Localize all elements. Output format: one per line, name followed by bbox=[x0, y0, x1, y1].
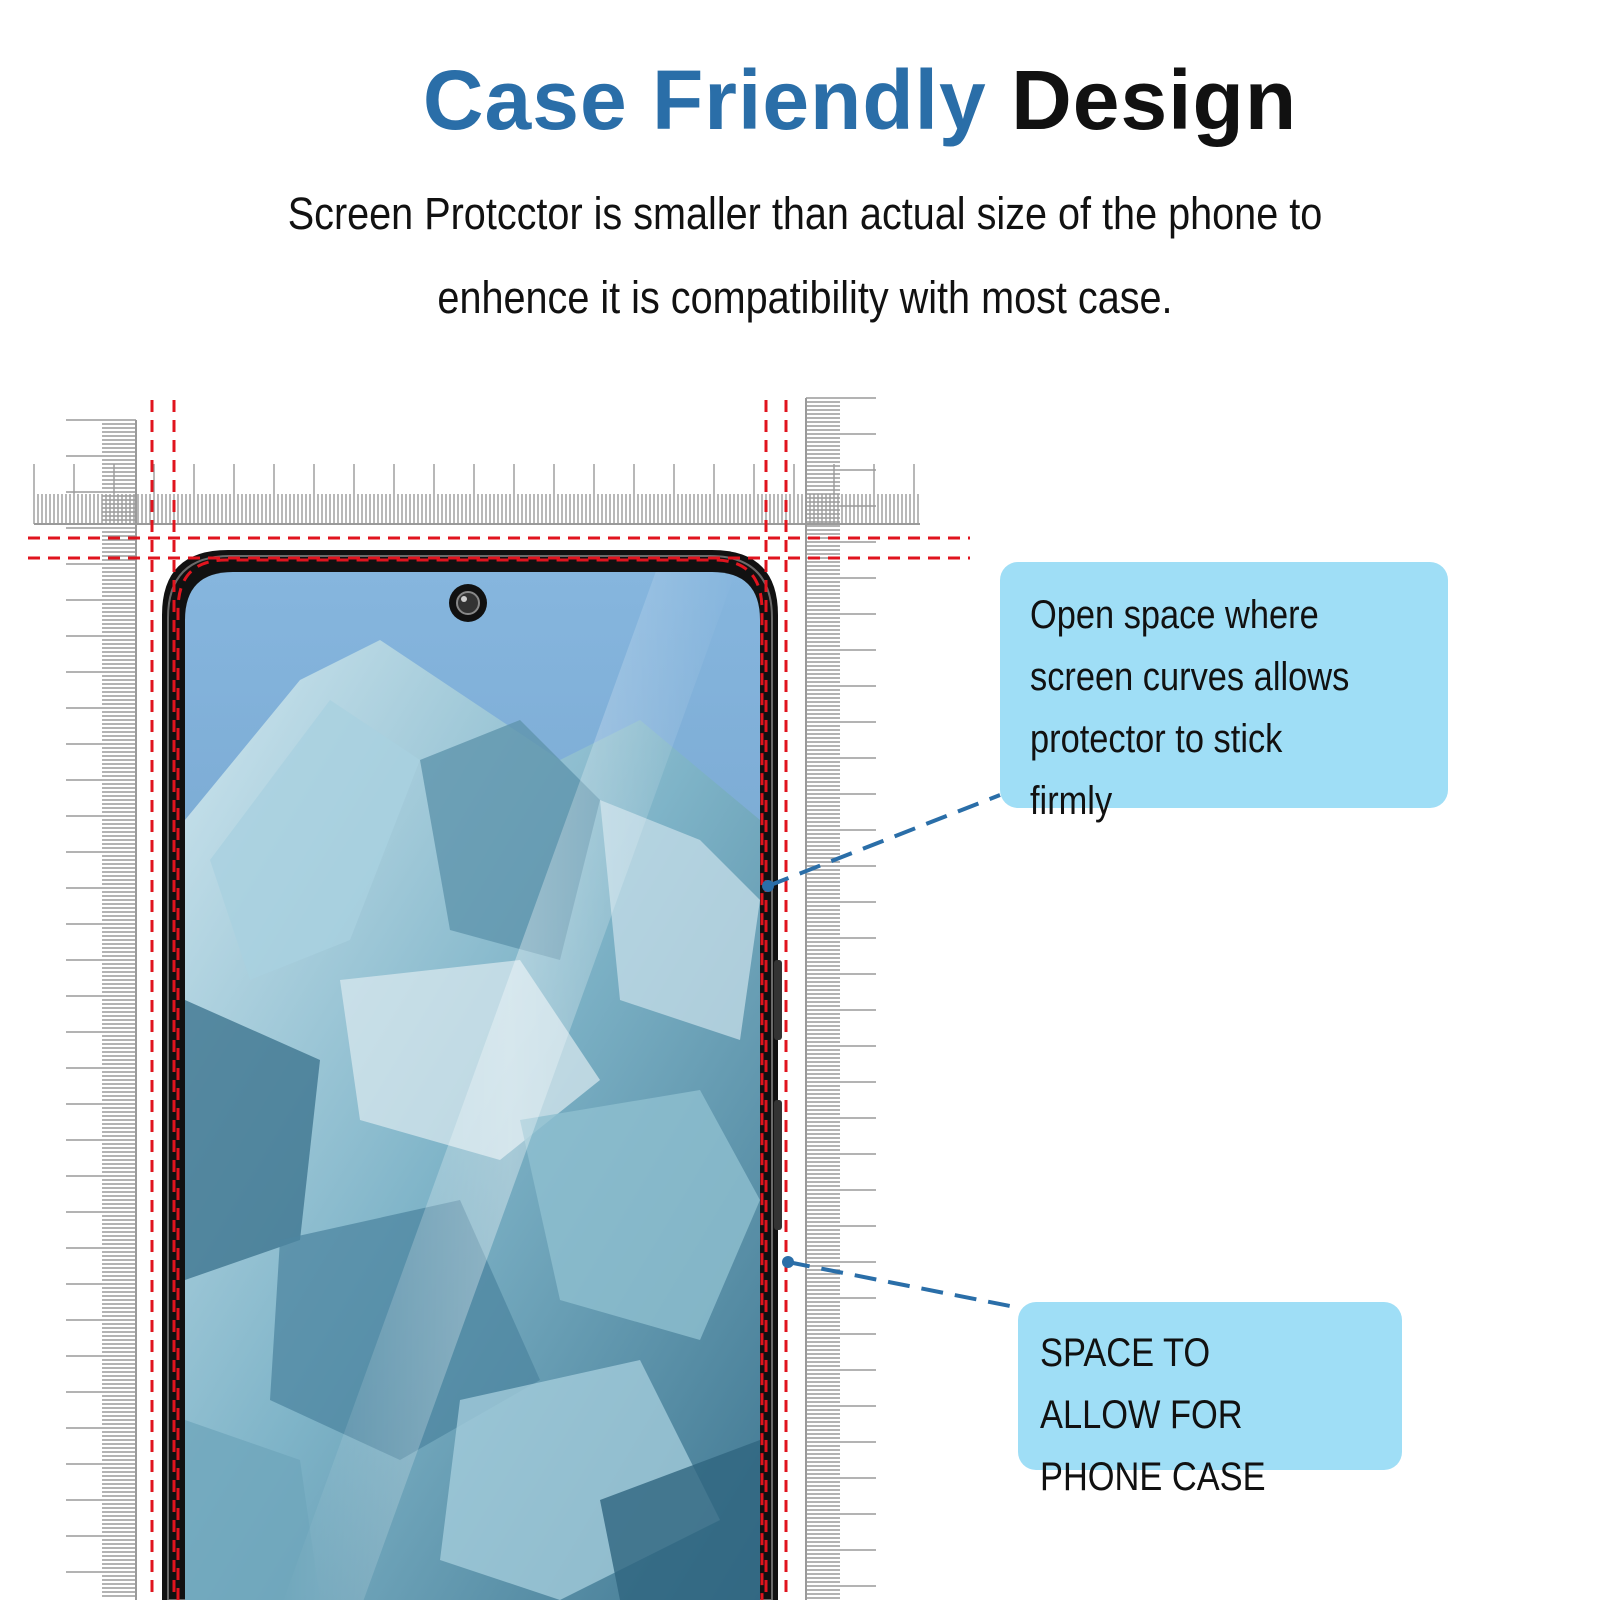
ruler-left bbox=[66, 419, 137, 1600]
ruler-right bbox=[805, 397, 876, 1600]
phone-screen bbox=[185, 572, 760, 1600]
callout-case-space-text: SPACE TO ALLOW FOR PHONE CASE bbox=[1040, 1331, 1266, 1499]
subtitle-line-1: Screen Protcctor is smaller than actual … bbox=[287, 188, 1323, 239]
subtitle-line-2: enhence it is compatibility with most ca… bbox=[437, 272, 1173, 323]
phone bbox=[162, 550, 782, 1600]
leader-dot-2 bbox=[782, 1256, 794, 1268]
title-highlight: Case Friendly bbox=[422, 53, 987, 147]
title-rest: Design bbox=[1011, 53, 1298, 147]
red-guides bbox=[28, 400, 970, 1600]
page-title: Case Friendly Design bbox=[0, 52, 1600, 149]
camera-icon bbox=[449, 584, 487, 622]
subtitle: Screen Protcctor is smaller than actual … bbox=[246, 172, 1364, 340]
leader-lines bbox=[767, 793, 1021, 1310]
callout-screen-curve: Open space where screen curves allows pr… bbox=[1000, 562, 1448, 823]
leader-dot-1 bbox=[762, 880, 774, 892]
callout-case-space: SPACE TO ALLOW FOR PHONE CASE bbox=[1018, 1302, 1402, 1499]
ruler-top bbox=[33, 464, 920, 525]
phone-diagram bbox=[28, 397, 1021, 1600]
callout-screen-curve-text: Open space where screen curves allows pr… bbox=[1030, 593, 1350, 823]
